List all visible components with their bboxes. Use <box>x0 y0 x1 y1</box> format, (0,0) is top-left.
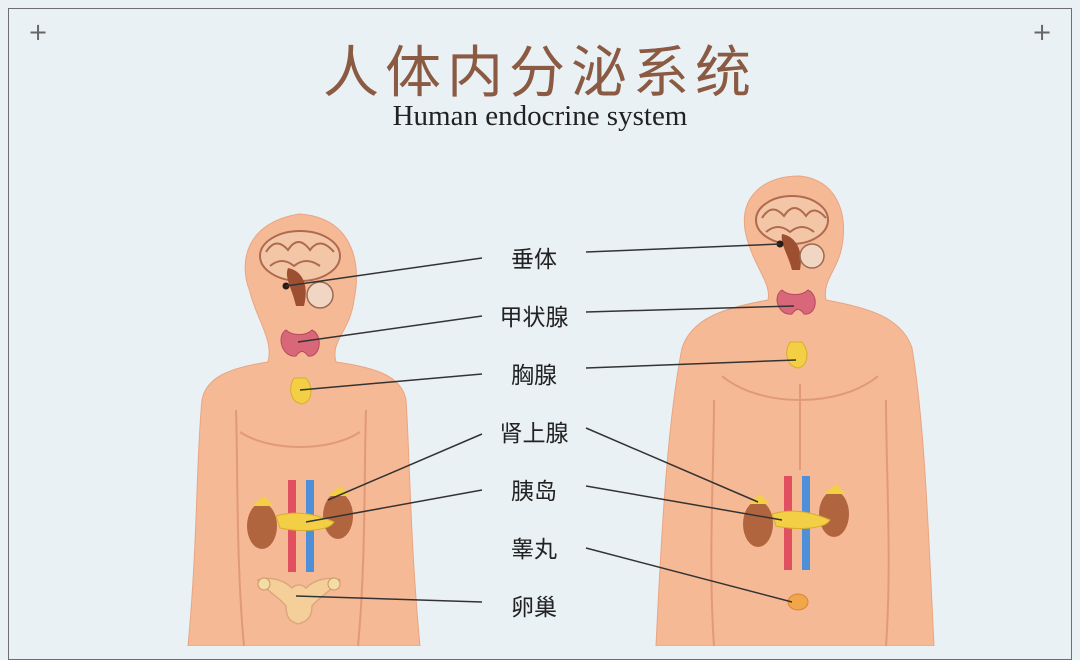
title-chinese: 人体内分泌系统 <box>323 41 757 106</box>
female-pancreas <box>275 512 335 531</box>
male-kidney-left <box>743 501 773 547</box>
leader-adrenal-female <box>327 433 483 501</box>
title-english: Human endocrine system <box>392 100 688 132</box>
male-arm-line-right <box>885 399 890 646</box>
label-ovary: 卵巢 <box>511 595 557 621</box>
leader-thyroid-female <box>297 315 483 343</box>
female-thymus <box>290 377 312 405</box>
male-brain-folds <box>761 207 827 234</box>
female-thyroid <box>280 329 320 357</box>
leader-thymus-male <box>585 359 797 369</box>
female-brain <box>259 230 341 282</box>
female-brain-folds <box>265 241 335 268</box>
male-adrenal-right <box>824 484 846 494</box>
male-brain <box>755 195 829 245</box>
anatomy-figures <box>187 175 935 646</box>
male-kidney-right <box>819 491 849 537</box>
female-cerebellum <box>306 281 334 309</box>
male-body-outline <box>655 175 935 646</box>
male-figure <box>655 175 935 646</box>
diagram-canvas: + + 人体内分泌系统 Human endocrine system <box>8 8 1072 660</box>
female-kidney-left <box>247 503 277 549</box>
male-brainstem <box>781 234 801 270</box>
leader-testis-male <box>585 547 793 603</box>
male-thymus <box>786 341 808 369</box>
female-ovary-left <box>257 577 271 591</box>
leader-pituitary-male <box>585 243 781 253</box>
corner-mark-right: + <box>1032 18 1053 46</box>
male-pancreas <box>771 510 831 529</box>
female-chest-line <box>239 431 361 448</box>
label-pituitary: 垂体 <box>511 247 557 273</box>
label-testis: 睾丸 <box>511 537 557 563</box>
male-arm-line-left <box>710 399 715 646</box>
female-uterus <box>256 577 342 625</box>
label-thymus: 胸腺 <box>511 363 557 389</box>
corner-mark-left: + <box>28 18 49 46</box>
male-cerebellum <box>799 243 825 269</box>
leader-adrenal-male <box>585 427 759 503</box>
leader-thymus-female <box>299 373 483 391</box>
female-ovary-right <box>327 577 341 591</box>
female-arm-line-right <box>357 409 367 646</box>
label-thyroid: 甲状腺 <box>499 305 569 331</box>
female-arm-line-left <box>235 409 245 646</box>
male-thyroid <box>776 289 816 315</box>
female-body-outline <box>187 213 421 646</box>
leader-ovary-female <box>295 595 483 603</box>
leader-islets-male <box>585 485 783 521</box>
leader-islets-female <box>305 489 483 523</box>
male-adrenal-left <box>748 494 770 504</box>
label-islets: 胰岛 <box>511 479 557 505</box>
leader-pituitary-female <box>285 257 483 287</box>
leader-lines <box>285 243 797 603</box>
label-adrenal: 肾上腺 <box>499 421 569 447</box>
female-adrenal-left <box>252 496 274 506</box>
leader-thyroid-male <box>585 305 795 313</box>
female-brainstem <box>286 268 306 306</box>
male-testis <box>787 593 809 611</box>
female-figure <box>187 213 421 646</box>
